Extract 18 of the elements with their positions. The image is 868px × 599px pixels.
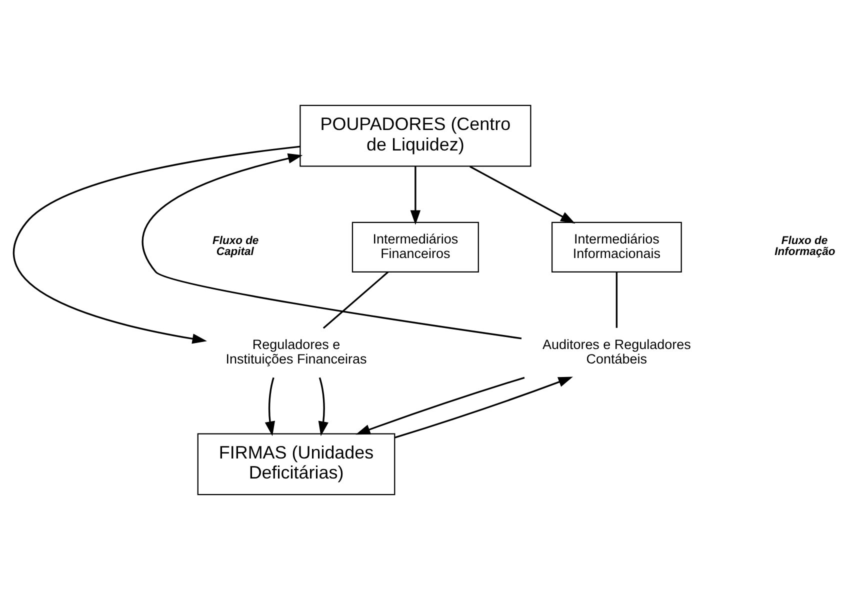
connector <box>322 270 389 328</box>
arrow <box>394 376 573 438</box>
arrow <box>318 376 328 436</box>
label: Fluxo de Informação <box>774 234 836 258</box>
arrow <box>410 166 421 224</box>
label: Fluxo de Capital <box>212 234 259 258</box>
node-box: POUPADORES (Centro de Liquidez) <box>300 104 532 166</box>
node-box: FIRMAS (Unidades Deficitárias) <box>197 432 396 495</box>
node-text: Reguladores e Instituições Financeiras <box>226 336 367 366</box>
arrow <box>470 165 576 224</box>
node-box: Intermediários Informacionais <box>551 221 682 272</box>
arrow <box>264 376 275 436</box>
arrow <box>356 376 525 434</box>
arrow <box>13 145 300 344</box>
arrow <box>142 152 522 339</box>
node-box: Intermediários Financeiros <box>352 221 479 272</box>
node-text: Auditores e Reguladores Contábeis <box>542 336 691 366</box>
connector <box>616 272 618 328</box>
